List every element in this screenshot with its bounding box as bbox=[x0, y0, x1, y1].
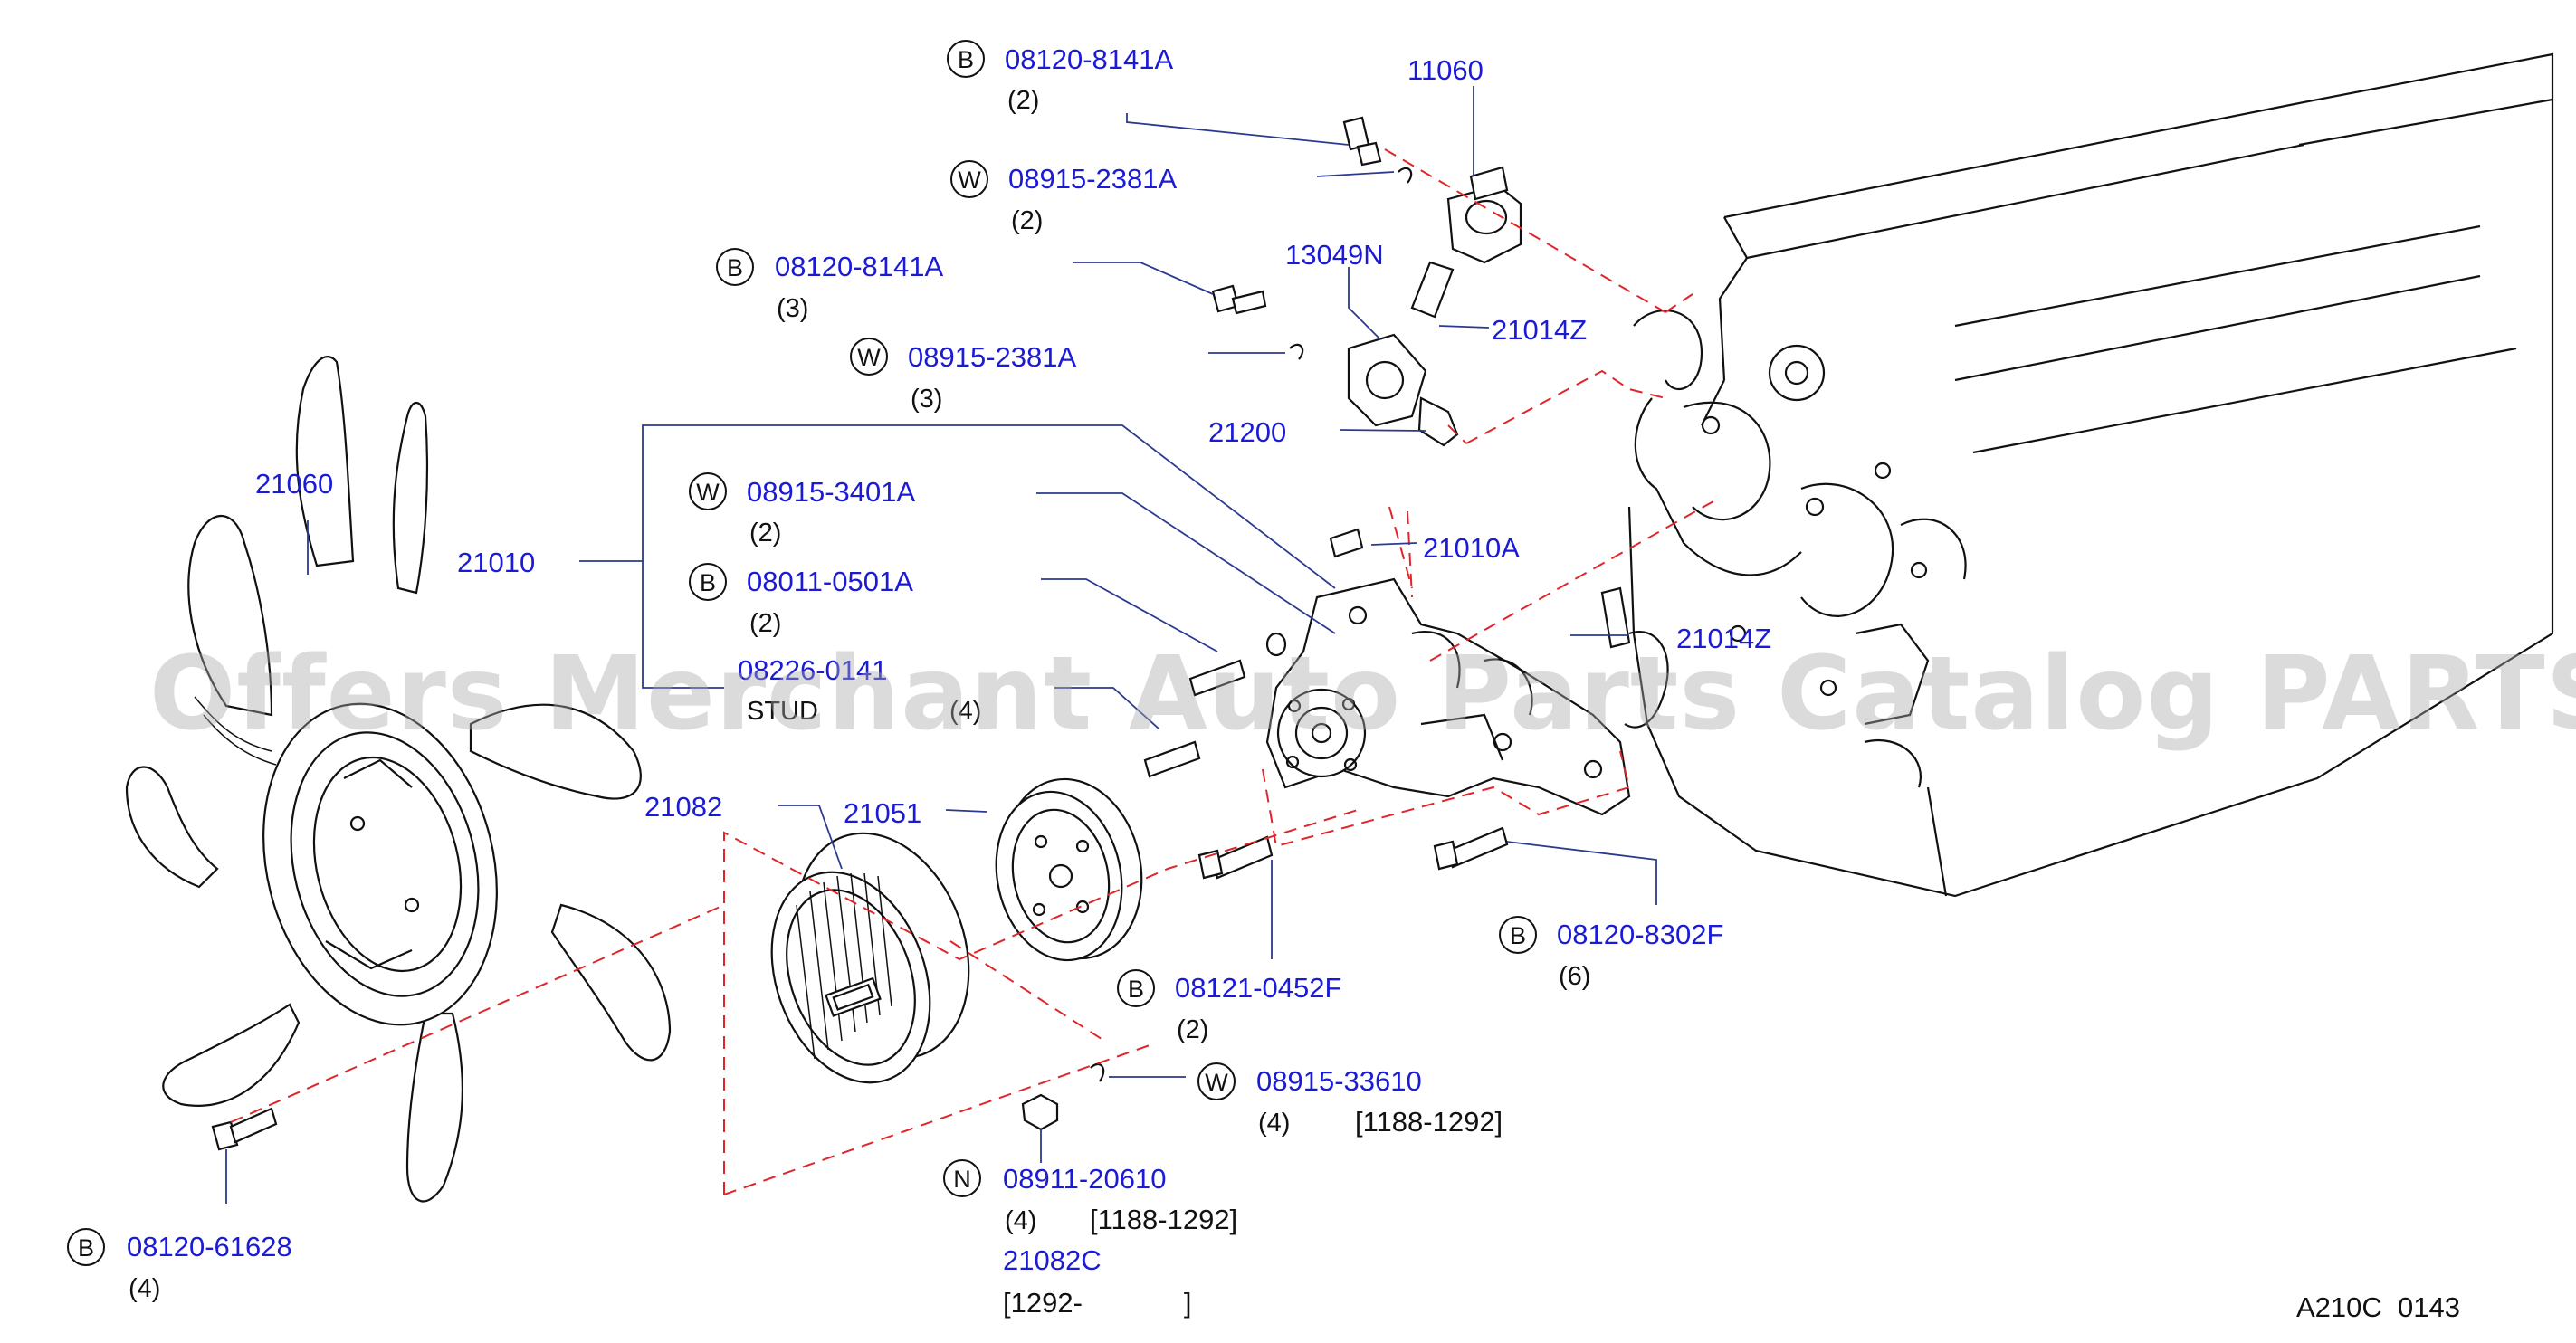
quantity: (2) bbox=[1011, 206, 1043, 235]
callout-badge bbox=[689, 472, 727, 510]
callout-badge bbox=[950, 160, 988, 198]
quantity: (6) bbox=[1559, 962, 1590, 991]
production-range: [1292- ] bbox=[1003, 1287, 1191, 1319]
production-range: [1188-1292] bbox=[1355, 1106, 1503, 1138]
label-21010[interactable]: 21010 bbox=[457, 547, 535, 578]
badge-letter: W bbox=[1205, 1069, 1228, 1096]
label-21010a[interactable]: 21010A bbox=[1423, 532, 1520, 564]
callout-badge bbox=[67, 1228, 105, 1266]
diagram-code: A210C 0143 bbox=[2296, 1291, 2460, 1323]
badge-letter: B bbox=[958, 46, 974, 73]
thermostat-housing-illustration bbox=[1347, 261, 1459, 447]
quantity: (4) bbox=[129, 1274, 160, 1303]
part-number[interactable]: 08120-61628 bbox=[127, 1231, 292, 1262]
callout-08120-8141a-top[interactable]: B 08120-8141A (2) bbox=[947, 40, 1173, 115]
callout-badge bbox=[850, 338, 888, 376]
callout-badge bbox=[947, 40, 985, 78]
quantity: (2) bbox=[1177, 1015, 1208, 1044]
callout-badge bbox=[1117, 969, 1155, 1007]
callout-21082c[interactable]: 21082C [1292- ] bbox=[1003, 1244, 1191, 1319]
badge-letter: W bbox=[958, 167, 981, 194]
badge-letter: B bbox=[700, 569, 716, 596]
callout-badge bbox=[689, 563, 727, 601]
part-number[interactable]: 08911-20610 bbox=[1003, 1163, 1166, 1195]
badge-letter: B bbox=[727, 254, 743, 281]
badge-letter: W bbox=[857, 344, 881, 371]
badge-letter: N bbox=[953, 1166, 971, 1193]
part-number[interactable]: 08915-2381A bbox=[1008, 163, 1177, 195]
callout-badge bbox=[1197, 1062, 1236, 1100]
badge-letter: W bbox=[696, 479, 720, 506]
sensor-illustration bbox=[1329, 528, 1631, 649]
quantity: (3) bbox=[777, 294, 808, 323]
fan-clutch-illustration bbox=[770, 832, 970, 1084]
quantity: (3) bbox=[911, 385, 942, 414]
label-21051[interactable]: 21051 bbox=[844, 797, 921, 829]
badge-letter: B bbox=[78, 1234, 94, 1262]
callout-08011-0501a[interactable]: B 08011-0501A (2) bbox=[689, 563, 913, 638]
quantity: (2) bbox=[749, 609, 781, 638]
part-number[interactable]: 08121-0452F bbox=[1175, 972, 1341, 1004]
hardware-illustrations bbox=[211, 116, 1509, 1151]
label-21060[interactable]: 21060 bbox=[255, 468, 333, 500]
callout-08915-3401a[interactable]: W 08915-3401A (2) bbox=[689, 472, 915, 548]
label-21014z-top[interactable]: 21014Z bbox=[1492, 314, 1587, 346]
part-number[interactable]: 08120-8141A bbox=[1005, 43, 1173, 75]
part-number[interactable]: 08915-33610 bbox=[1256, 1065, 1422, 1097]
fan-illustration bbox=[125, 356, 672, 1203]
label-21082[interactable]: 21082 bbox=[644, 791, 722, 823]
water-pump-illustration bbox=[1265, 577, 1631, 816]
callout-08120-61628[interactable]: B 08120-61628 (4) bbox=[67, 1228, 292, 1303]
quantity: (4) bbox=[1258, 1109, 1290, 1138]
callout-08915-33610[interactable]: W 08915-33610 (4) [1188-1292] bbox=[1197, 1062, 1503, 1138]
callout-08226-0141[interactable]: 08226-0141 STUD (4) bbox=[738, 654, 981, 726]
label-21014z-bottom[interactable]: 21014Z bbox=[1676, 623, 1771, 654]
part-number[interactable]: 08915-3401A bbox=[747, 476, 915, 508]
callout-badge bbox=[943, 1159, 981, 1197]
badge-letter: B bbox=[1128, 976, 1144, 1003]
leader-lines bbox=[225, 86, 1657, 1204]
part-number[interactable]: 08120-8141A bbox=[775, 251, 943, 282]
part-number[interactable]: 08226-0141 bbox=[738, 654, 888, 686]
assembly-centerlines bbox=[230, 148, 1721, 1195]
callout-08120-8141a-mid[interactable]: B 08120-8141A (3) bbox=[716, 248, 943, 323]
part-number[interactable]: 08120-8302F bbox=[1557, 919, 1723, 950]
label-11060[interactable]: 11060 bbox=[1407, 54, 1484, 86]
watermark: Offers Merchant Auto Parts Catalog PARTS… bbox=[149, 635, 2576, 753]
quantity: (4) bbox=[1005, 1206, 1036, 1235]
quantity: (2) bbox=[1007, 86, 1039, 115]
label-13049n[interactable]: 13049N bbox=[1285, 239, 1384, 271]
pulley-illustration bbox=[995, 777, 1143, 962]
water-outlet-illustration bbox=[1446, 166, 1522, 264]
part-number[interactable]: 21082C bbox=[1003, 1244, 1102, 1276]
part-number[interactable]: 08915-2381A bbox=[908, 341, 1076, 373]
engine-block-illustration bbox=[1624, 52, 2554, 898]
callout-08915-2381a-mid[interactable]: W 08915-2381A (3) bbox=[850, 338, 1076, 414]
quantity: STUD (4) bbox=[747, 697, 981, 726]
callout-badge bbox=[716, 248, 754, 286]
callout-08915-2381a-top[interactable]: W 08915-2381A (2) bbox=[950, 160, 1177, 235]
label-21200[interactable]: 21200 bbox=[1208, 416, 1286, 448]
quantity: (2) bbox=[749, 519, 781, 548]
callout-08120-8302f[interactable]: B 08120-8302F (6) bbox=[1499, 916, 1723, 991]
part-number[interactable]: 08011-0501A bbox=[747, 566, 913, 597]
callout-08911-20610[interactable]: N 08911-20610 (4) [1188-1292] bbox=[943, 1159, 1237, 1235]
callout-08121-0452f[interactable]: B 08121-0452F (2) bbox=[1117, 969, 1341, 1044]
callout-badge bbox=[1499, 916, 1537, 954]
production-range: [1188-1292] bbox=[1090, 1204, 1237, 1235]
badge-letter: B bbox=[1510, 922, 1526, 949]
